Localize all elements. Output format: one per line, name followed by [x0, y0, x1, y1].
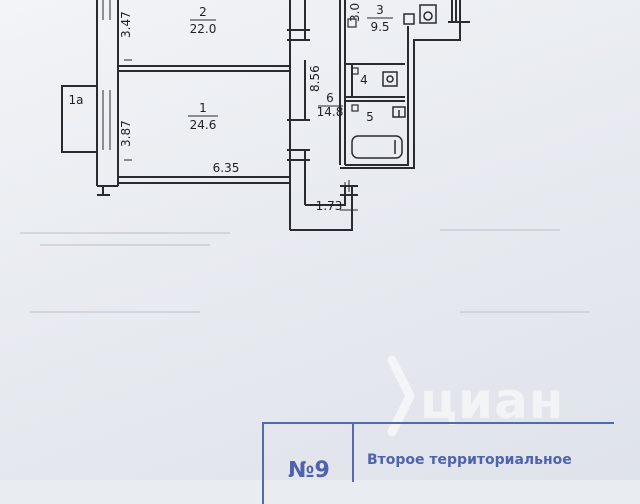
dimension-8-56: 8.56: [308, 65, 322, 92]
floor-plan-drawing: 2 22.0 1 24.6 3 9.5 6 14.8 4 5 1а 3.47 3…: [20, 0, 590, 313]
room-2-label: 2: [199, 5, 207, 19]
bottom-wall-room-1: [97, 176, 290, 196]
faint-background-print: [20, 229, 590, 313]
room-1-label: 1: [199, 101, 207, 115]
dimension-1-73: 1.73: [316, 199, 343, 213]
room-3-label: 3: [376, 3, 384, 17]
dimension-3-0: 3.0: [348, 3, 362, 22]
central-partition-wall: [287, 0, 310, 230]
watermark-text: циан: [420, 372, 565, 430]
room-5-label: 5: [366, 110, 374, 124]
floor-plan-sheet: [0, 0, 640, 480]
small-marker-boxes: [347, 18, 359, 112]
kitchen-stove-fixture: [403, 4, 437, 25]
left-exterior-wall: [96, 0, 119, 187]
room-4-label: 4: [360, 73, 368, 87]
balcony-1a: [61, 85, 97, 153]
dimension-6-35: 6.35: [213, 161, 240, 175]
room-1a-label: 1а: [69, 93, 84, 107]
cian-logo-watermark: [387, 355, 415, 437]
room-1-area: 24.6: [190, 118, 217, 132]
stamp-number: №9: [288, 458, 330, 483]
stamp-divider: [352, 422, 354, 482]
registry-stamp: [262, 422, 614, 504]
toilet-fixture: [382, 71, 398, 87]
sink-fixture: [392, 106, 406, 118]
dimension-3-47: 3.47: [119, 11, 133, 38]
wall-between-room-2-and-1: [118, 65, 290, 72]
dimension-ticks: [124, 59, 358, 211]
room-2-area: 22.0: [190, 22, 217, 36]
right-wet-block-walls: [339, 0, 470, 169]
room-6-area: 14.8: [317, 105, 344, 119]
room-3-area: 9.5: [370, 20, 389, 34]
dimension-3-87: 3.87: [119, 120, 133, 147]
bathtub-fixture: [351, 135, 403, 159]
stamp-office-text: Второе территориальное: [367, 452, 572, 468]
room-6-label: 6: [326, 91, 334, 105]
